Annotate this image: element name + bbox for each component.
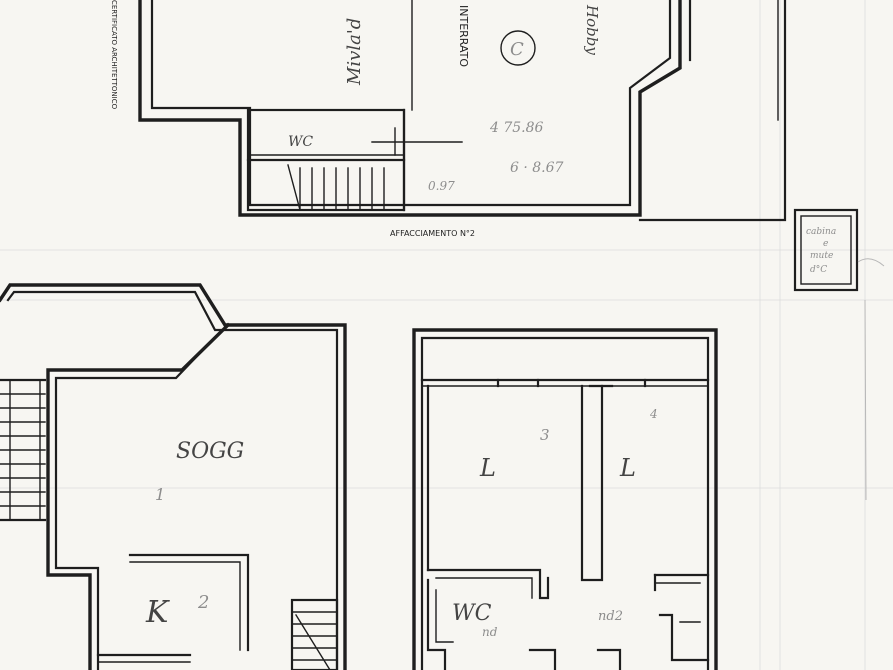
wc-label-upper: WC — [288, 134, 313, 150]
note-door: 0.97 — [428, 179, 455, 193]
room-label-corridor: INTERRATO — [457, 5, 470, 67]
room-label-wc: WC — [452, 601, 492, 626]
pencil-mark-wc: nd — [482, 625, 498, 639]
stair-upper — [287, 164, 385, 211]
meter-box: cabina e mute d°C — [793, 208, 885, 292]
room-label-bedroom-2: L — [619, 454, 636, 482]
circle-mark — [500, 30, 536, 66]
pencil-mark-1: 1 — [155, 485, 165, 504]
lower-right-plan: L L WC 3 4 nd nd2 — [412, 328, 718, 670]
plan-caption: AFFACCIAMENTO N°2 — [390, 229, 475, 238]
meter-box-line3: mute — [810, 251, 833, 261]
room-label-bedroom-1: L — [479, 454, 496, 482]
pencil-mark-3: 3 — [540, 426, 550, 444]
side-text: CERTIFICATO ARCHITETTONICO — [110, 0, 118, 110]
meter-box-line4: d°C — [810, 265, 827, 275]
lower-left-plan: SOGG K 1 2 — [0, 283, 347, 670]
room-label-living: SOGG — [176, 439, 244, 464]
room-label-hobby: Hobby — [583, 4, 601, 55]
meter-box-line2: e — [823, 239, 828, 249]
stair-kitchen — [290, 598, 339, 670]
room-label-kitchen: K — [145, 595, 170, 630]
note-dims: 6 · 8.67 — [510, 160, 564, 176]
stair-left — [0, 378, 47, 522]
pencil-mark-4: 4 — [649, 407, 658, 421]
note-area: 4 75.86 — [489, 120, 544, 136]
pencil-mark-2: 2 — [197, 592, 209, 613]
room-label-left: Mivla'd — [344, 18, 365, 86]
meter-box-line1: cabina — [806, 227, 836, 237]
circle-mark-text: C — [510, 39, 524, 60]
pencil-mark-hall: nd2 — [598, 609, 623, 624]
upper-floor-plan: Mivla'd INTERRATO Hobby C WC 4 75.86 6 ·… — [110, 0, 787, 238]
